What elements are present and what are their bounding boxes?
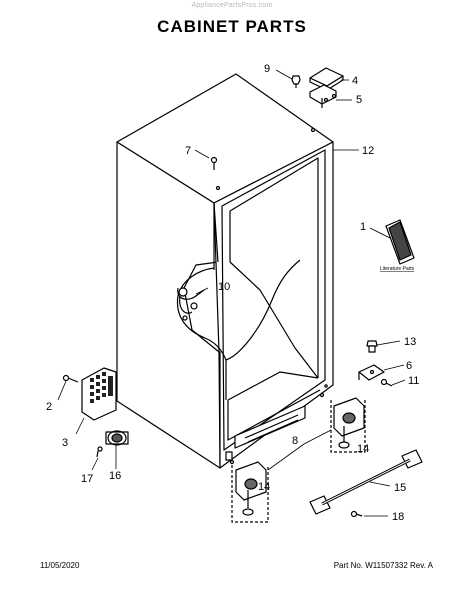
callout-6: 6 [406, 360, 412, 372]
callout-12: 12 [362, 145, 374, 157]
wire-harness [309, 449, 423, 515]
footer-part-number: Part No. W11507332 Rev. A [333, 561, 433, 570]
hinge-screw [291, 75, 301, 88]
front-roller [105, 430, 129, 446]
roller-screw [96, 446, 103, 458]
page-title: CABINET PARTS [157, 17, 307, 36]
callout-9: 9 [264, 63, 270, 75]
callout-14-right: 14 [357, 443, 369, 455]
callout-17: 17 [81, 473, 93, 485]
callout-13: 13 [404, 336, 416, 348]
power-cord-bracket [81, 367, 117, 421]
top-screw [210, 156, 218, 170]
callout-18: 18 [392, 511, 404, 523]
callout-15: 15 [394, 482, 406, 494]
bracket-screw-2 [62, 374, 79, 383]
leveling-bracket [358, 364, 385, 381]
callout-14-left: 14 [258, 481, 270, 493]
callout-4: 4 [352, 75, 358, 87]
literature-label: Literature Parts [380, 266, 415, 272]
top-hinge [309, 84, 337, 108]
callout-2: 2 [46, 401, 52, 413]
callout-16: 16 [109, 470, 121, 482]
drain-tube [177, 287, 205, 321]
harness-screw [350, 510, 363, 518]
callout-3: 3 [62, 437, 68, 449]
callout-7: 7 [185, 145, 191, 157]
callout-1: 1 [360, 221, 366, 233]
rear-roller-assembly-right [330, 397, 366, 453]
callout-10: 10 [218, 281, 230, 293]
callout-11: 11 [408, 375, 419, 387]
watermark: AppliancePartsPros.com [191, 2, 273, 9]
cabinet-shell [116, 73, 334, 469]
callout-5: 5 [356, 94, 362, 106]
bracket-screw [366, 340, 378, 353]
bracket-screw-11 [380, 378, 393, 387]
rear-roller-assembly-left [231, 461, 269, 523]
callout-8: 8 [292, 435, 298, 447]
literature-booklet [385, 219, 415, 265]
footer-date: 11/05/2020 [40, 561, 80, 570]
